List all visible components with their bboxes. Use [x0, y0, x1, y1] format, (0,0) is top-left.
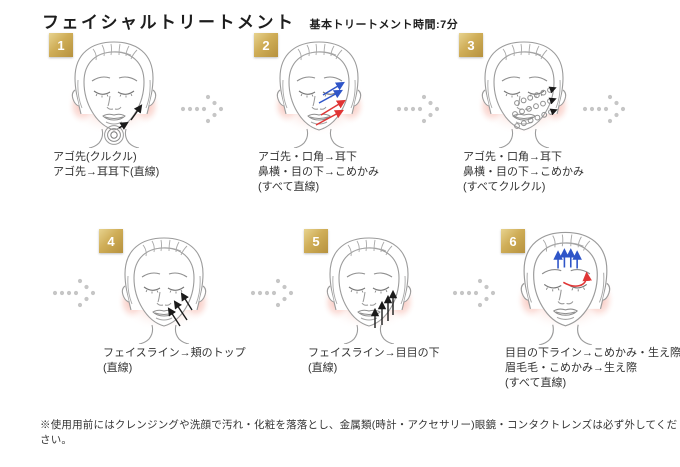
caption-line: (すべて直線) — [505, 376, 567, 389]
next-step-arrow-icon — [250, 272, 294, 314]
step-number-badge: 1 — [49, 33, 73, 57]
usage-warning-note: ※使用用前にはクレンジングや洗顔で汚れ・化粧を落落とし、金属類(時計・アクセサリ… — [40, 419, 678, 446]
caption-line: アゴ先・口角→耳下 — [463, 151, 562, 163]
caption-line: (すべてクルクル) — [463, 180, 546, 193]
header: フェイシャルトリートメント 基本トリートメント時間:7分 — [42, 8, 458, 33]
step-caption: アゴ先(クルクル) アゴ先→耳耳下(直線) — [53, 150, 159, 180]
next-step-arrow-icon — [582, 88, 626, 130]
step-number: 2 — [262, 37, 270, 53]
caption-line: (直線) — [308, 361, 338, 374]
step-caption: アゴ先・口角→耳下 鼻横・目の下→こめかみ (すべて直線) — [258, 150, 379, 195]
caption-line: (直線) — [103, 361, 133, 374]
step-number: 4 — [107, 233, 115, 249]
caption-line: フェイスライン→頬のトップ — [103, 347, 246, 359]
step-number-badge: 5 — [304, 229, 328, 253]
face-illustration — [57, 36, 172, 148]
next-step-arrow-icon — [180, 88, 224, 130]
step-number: 5 — [312, 233, 320, 249]
face-illustration — [505, 226, 627, 345]
page-subtitle: 基本トリートメント時間:7分 — [309, 19, 459, 31]
face-illustration — [262, 36, 377, 148]
step-caption: フェイスライン→目目の下 (直線) — [308, 346, 440, 376]
step-number: 6 — [509, 233, 517, 249]
caption-line: 鼻横・目の下→こめかみ — [463, 165, 584, 178]
page-title: フェイシャルトリートメント — [42, 13, 296, 32]
step-number-badge: 3 — [459, 33, 483, 57]
face-illustration — [467, 36, 582, 148]
caption-line: (すべて直線) — [258, 180, 320, 193]
next-step-arrow-icon — [396, 88, 440, 130]
next-step-arrow-icon — [52, 272, 96, 314]
caption-line: アゴ先(クルクル) — [53, 151, 137, 163]
face-illustration — [312, 232, 427, 344]
step-5: 5 フェイスライン→目目の下 (直線) — [300, 224, 450, 419]
caption-line: フェイスライン→目目の下 — [308, 347, 440, 359]
step-1: 1 アゴ先(クルクル) アゴ先→耳耳下(直線) — [45, 28, 195, 223]
step-6: 6 目目の下ライン→こめかみ・生え際 眉毛毛・こめかみ→生え際 (すべて直線) — [497, 224, 680, 419]
step-caption: フェイスライン→頬のトップ (直線) — [103, 346, 246, 376]
step-caption: アゴ先・口角→耳下 鼻横・目の下→こめかみ (すべてクルクル) — [463, 150, 584, 195]
step-number: 1 — [57, 37, 65, 53]
step-number: 3 — [467, 37, 475, 53]
caption-line: 目目の下ライン→こめかみ・生え際 — [505, 347, 680, 359]
step-3: 3 アゴ先・口角→耳下 鼻横・目の下→こめかみ (すべてクルクル) — [455, 28, 605, 223]
step-number-badge: 2 — [254, 33, 278, 57]
step-4: 4 フェイスライン→頬のトップ (直線) — [95, 224, 246, 419]
caption-line: アゴ先→耳耳下(直線) — [53, 165, 160, 178]
step-2: 2 アゴ先・口角→耳下 鼻横・目の下→こめかみ (すべて直線) — [250, 28, 400, 223]
caption-line: 鼻横・目の下→こめかみ — [258, 165, 379, 178]
caption-line: 眉毛毛・こめかみ→生え際 — [505, 361, 637, 374]
next-step-arrow-icon — [452, 272, 496, 314]
step-number-badge: 6 — [501, 229, 525, 253]
step-caption: 目目の下ライン→こめかみ・生え際 眉毛毛・こめかみ→生え際 (すべて直線) — [505, 346, 680, 391]
caption-line: アゴ先・口角→耳下 — [258, 151, 357, 163]
step-number-badge: 4 — [99, 229, 123, 253]
face-illustration — [107, 232, 222, 344]
